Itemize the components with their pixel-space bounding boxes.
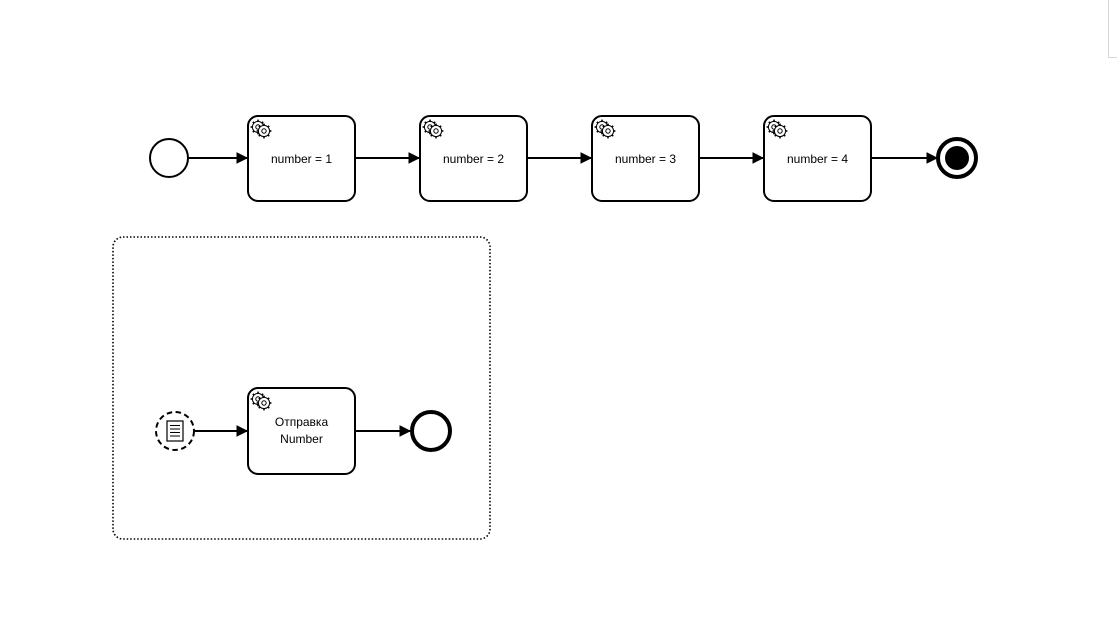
service-task-send-number[interactable]: Отправка Number [247, 387, 356, 475]
gear-icon [255, 122, 273, 140]
service-task-4[interactable]: number = 4 [763, 115, 872, 202]
task-label: number = 1 [271, 152, 332, 166]
gear-icon [771, 122, 789, 140]
conditional-start-event[interactable] [155, 411, 195, 451]
service-task-2[interactable]: number = 2 [419, 115, 528, 202]
document-icon [166, 420, 184, 442]
scrollbar-edge[interactable] [1108, 0, 1117, 58]
start-event[interactable] [149, 138, 189, 178]
service-task-1[interactable]: number = 1 [247, 115, 356, 202]
main-flow: number = 1 number = 2 number = 3 number … [149, 115, 978, 202]
service-task-3[interactable]: number = 3 [591, 115, 700, 202]
event-subprocess[interactable]: Отправка Number [112, 236, 491, 540]
terminate-end-event[interactable] [936, 137, 978, 179]
task-label: number = 3 [615, 152, 676, 166]
task-label: number = 2 [443, 152, 504, 166]
task-label: number = 4 [787, 152, 848, 166]
gear-icon [427, 122, 445, 140]
task-label-line-1: Отправка [275, 415, 329, 429]
gear-icon [599, 122, 617, 140]
task-label-line-2: Number [280, 432, 323, 446]
gear-icon [255, 394, 273, 412]
end-event[interactable] [410, 410, 452, 452]
